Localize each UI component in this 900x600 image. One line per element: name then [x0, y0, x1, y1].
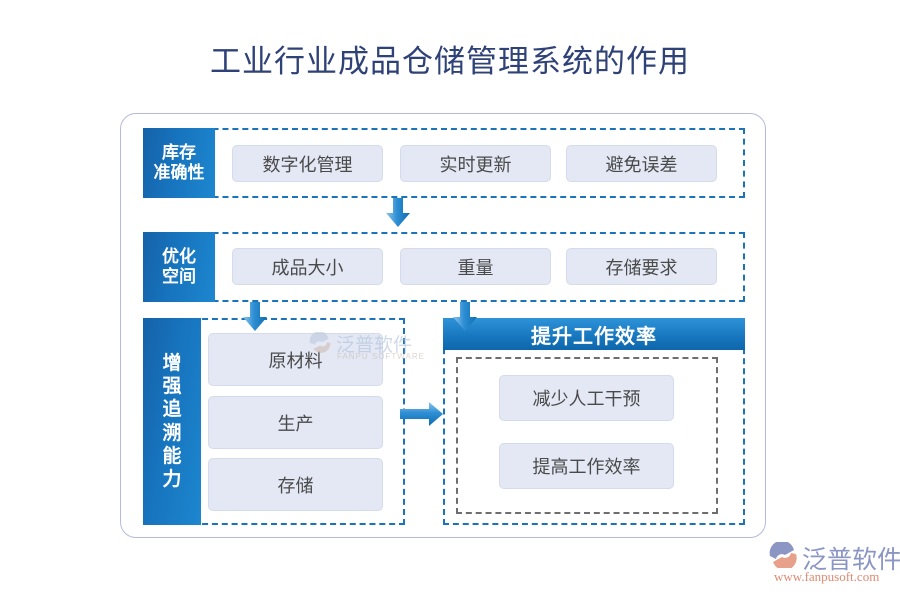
badge-char: 力 — [162, 468, 182, 490]
pill-label: 减少人工干预 — [532, 389, 641, 409]
badge-char: 强 — [162, 376, 182, 398]
pill-bottom-left-item-3[interactable]: 存储 — [208, 458, 383, 511]
pill-row2-item-3[interactable]: 存储要求 — [566, 248, 717, 285]
pill-label: 成品大小 — [271, 257, 344, 278]
badge-line: 库存 — [162, 143, 196, 163]
badge-line: 空间 — [162, 267, 196, 286]
pill-label: 重量 — [457, 257, 494, 278]
arrow-bottom-left-to-bottom-right — [400, 401, 444, 427]
pill-row1-item-3[interactable]: 避免误差 — [566, 145, 717, 182]
panel-header-improve-efficiency[interactable]: 提升工作效率 — [443, 318, 745, 350]
arrow-row2-to-bottom-left — [242, 302, 268, 332]
pill-bottom-left-item-1[interactable]: 原材料 — [208, 333, 383, 386]
badge-char: 追 — [162, 399, 182, 421]
pill-label: 实时更新 — [439, 154, 512, 175]
badge-enhance-traceability[interactable]: 增 强 追 溯 能 力 — [143, 318, 201, 525]
logo-url: www.fanpusoft.com — [774, 569, 880, 584]
pill-label: 数字化管理 — [262, 154, 353, 175]
badge-line: 优化 — [162, 247, 196, 267]
pill-row1-item-1[interactable]: 数字化管理 — [232, 145, 383, 182]
pill-label: 提高工作效率 — [532, 457, 641, 477]
pill-row2-item-1[interactable]: 成品大小 — [232, 248, 383, 285]
pill-bottom-left-item-2[interactable]: 生产 — [208, 396, 383, 449]
pill-label: 避免误差 — [605, 154, 678, 175]
pill-bottom-right-item-1[interactable]: 减少人工干预 — [499, 375, 674, 421]
badge-char: 增 — [162, 352, 182, 374]
badge-optimize-space[interactable]: 优化 空间 — [143, 232, 215, 302]
logo-name: 泛普软件 — [802, 546, 900, 574]
pill-bottom-right-item-2[interactable]: 提高工作效率 — [499, 443, 674, 489]
page-title: 工业行业成品仓储管理系统的作用 — [210, 44, 690, 79]
bottom-right-inner-dashed-box — [456, 357, 718, 514]
badge-char: 溯 — [162, 422, 182, 444]
badge-inventory-accuracy[interactable]: 库存 准确性 — [143, 128, 215, 198]
pill-row1-item-2[interactable]: 实时更新 — [400, 145, 551, 182]
pill-label: 生产 — [277, 413, 314, 434]
pill-row2-item-2[interactable]: 重量 — [400, 248, 551, 285]
pill-label: 存储要求 — [605, 257, 678, 278]
pill-label: 原材料 — [268, 350, 323, 371]
logo-mark-icon — [769, 542, 797, 568]
arrow-row1-to-row2 — [385, 198, 411, 228]
pill-label: 存储 — [277, 475, 314, 496]
arrow-row2-to-bottom-right — [452, 302, 478, 332]
badge-line: 准确性 — [153, 163, 205, 182]
company-logo: 泛普软件 www.fanpusoft.com — [768, 540, 900, 590]
panel-header-label: 提升工作效率 — [531, 325, 657, 348]
badge-char: 能 — [162, 445, 182, 467]
